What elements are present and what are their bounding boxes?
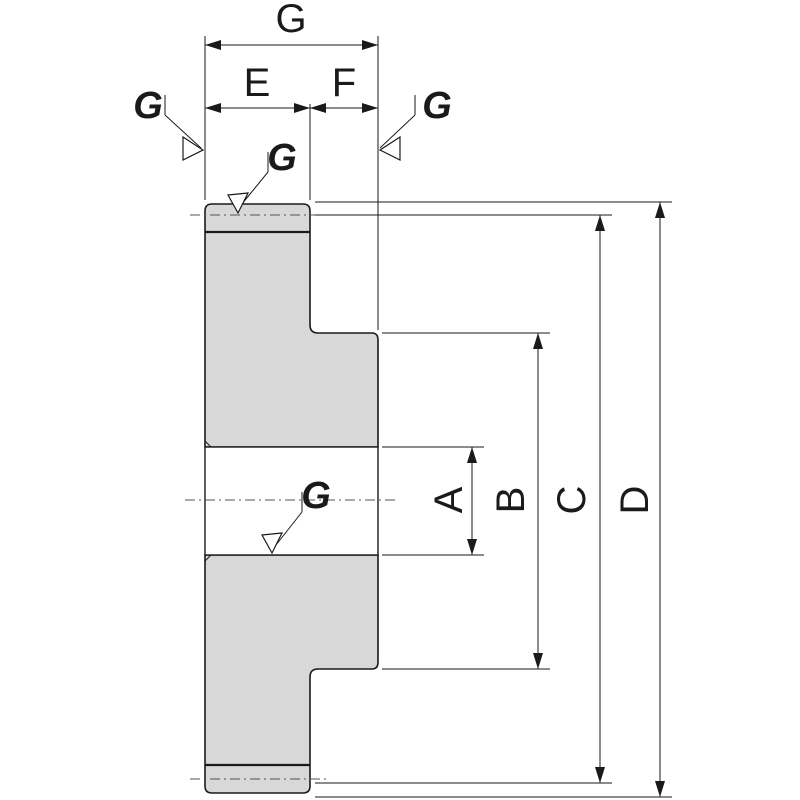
finish-triangle-icon [227, 192, 250, 215]
dimension-pitch-diameter: C [550, 215, 605, 783]
surface-finish-bore: G [261, 475, 331, 555]
label-finish-outer-rim: G [267, 137, 297, 179]
label-hub-width: E [244, 61, 271, 105]
gear-section-body [204, 203, 379, 794]
finish-triangle-icon [182, 135, 205, 161]
label-finish-right-face: G [422, 85, 452, 127]
finish-triangle-icon [378, 135, 401, 161]
surface-finish-left-face: G [133, 85, 205, 161]
surface-finish-right-face: G [378, 85, 452, 161]
bore-opening [204, 446, 379, 556]
bore-chamfer-bottom [204, 554, 212, 562]
label-rim-width: F [332, 61, 356, 105]
label-outer-diameter: D [613, 486, 657, 515]
label-pitch-diameter: C [550, 486, 594, 515]
surface-finish-outer-rim: G [227, 137, 297, 215]
label-finish-left-face: G [133, 85, 163, 127]
label-overall-width: G [275, 0, 306, 41]
label-finish-bore: G [301, 475, 331, 517]
dimension-bore-diameter: A [427, 447, 477, 555]
label-bore-diameter: A [427, 486, 471, 513]
dimension-outer-diameter: D [613, 202, 665, 797]
dimension-hub-diameter: B [489, 333, 543, 669]
bore-chamfer-top [204, 440, 212, 448]
lower-section-half [204, 554, 379, 794]
center-lines [185, 214, 395, 780]
finish-triangle-icon [261, 532, 284, 555]
upper-section-half [204, 203, 379, 448]
dimension-hub-and-rim-width: E F [205, 61, 378, 113]
dimension-overall-width: G [205, 0, 378, 50]
extension-lines [204, 36, 672, 798]
label-hub-diameter: B [489, 487, 533, 514]
